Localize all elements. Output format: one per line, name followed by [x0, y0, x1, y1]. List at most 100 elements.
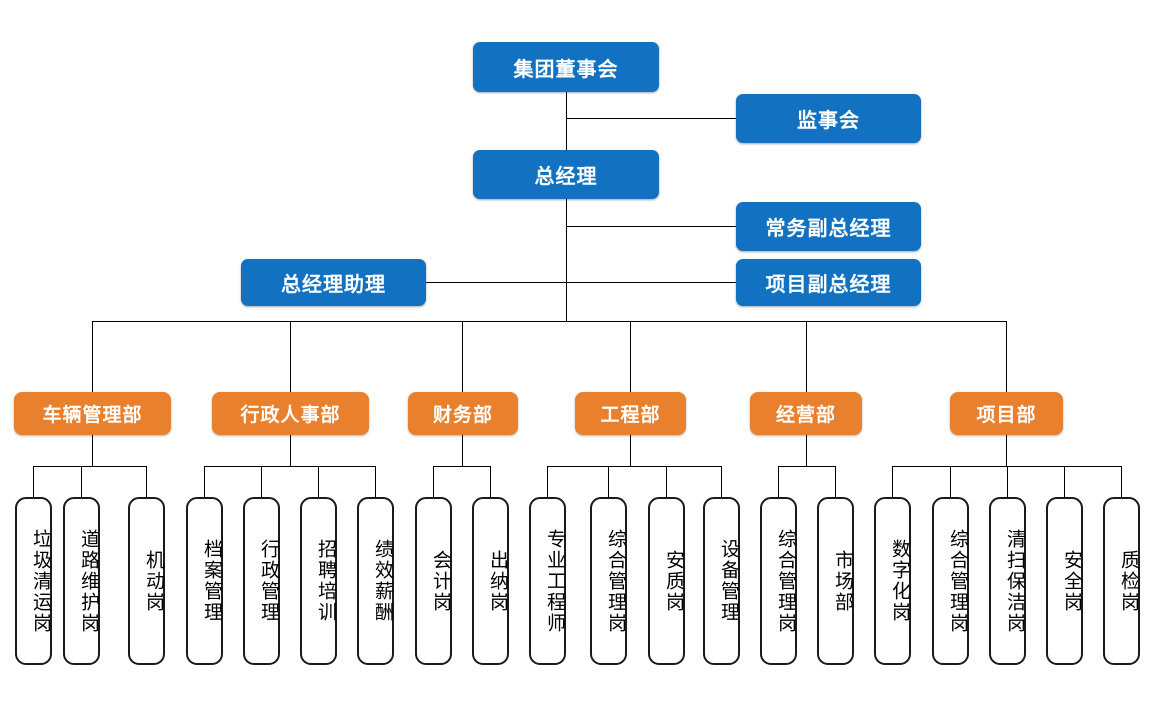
department-node-operation[interactable]: 经营部	[750, 392, 862, 435]
executive-node-exec-vgm[interactable]: 常务副总经理	[736, 202, 921, 251]
position-node-label: 道路维护岗	[78, 528, 99, 634]
connector-project-c4	[1064, 466, 1065, 497]
position-node-label: 行政管理	[258, 539, 279, 623]
connector-dept-vehicle-drop	[92, 321, 93, 392]
position-node-p14[interactable]: 综合管理岗	[760, 497, 797, 665]
position-node-p9[interactable]: 出纳岗	[472, 497, 509, 665]
executive-node-label: 监事会	[797, 110, 860, 132]
connector-adminhr-c4	[375, 466, 376, 497]
connector-operation-bus	[778, 466, 835, 467]
executive-node-supervisors[interactable]: 监事会	[736, 94, 921, 143]
position-node-label: 清扫保洁岗	[1004, 528, 1025, 634]
position-node-p2[interactable]: 道路维护岗	[63, 497, 100, 665]
position-node-label: 数字化岗	[889, 539, 910, 623]
position-node-label: 设备管理	[718, 539, 739, 623]
connector-operation-stem	[806, 435, 807, 466]
connector-engineer-c4	[721, 466, 722, 497]
position-node-label: 市场部	[832, 549, 853, 613]
position-node-label: 招聘培训	[315, 539, 336, 623]
department-node-label: 经营部	[775, 405, 836, 426]
connector-vehicle-c1	[33, 466, 34, 497]
executive-node-label: 总经理助理	[281, 274, 386, 296]
connector-adminhr-c2	[261, 466, 262, 497]
connector-project-c2	[950, 466, 951, 497]
connector-adminhr-c1	[204, 466, 205, 497]
position-node-label: 垃圾清运岗	[30, 528, 51, 634]
position-node-label: 质检岗	[1118, 549, 1139, 613]
connector-project-c3	[1007, 466, 1008, 497]
position-node-p16[interactable]: 数字化岗	[874, 497, 911, 665]
department-node-label: 工程部	[600, 405, 661, 426]
executive-node-gm-assistant[interactable]: 总经理助理	[241, 259, 426, 306]
position-node-label: 会计岗	[430, 549, 451, 613]
position-node-p1[interactable]: 垃圾清运岗	[15, 497, 52, 665]
connector-gm-to-assistant	[426, 282, 566, 283]
executive-node-gm[interactable]: 总经理	[473, 150, 659, 199]
position-node-p6[interactable]: 招聘培训	[300, 497, 337, 665]
position-node-p10[interactable]: 专业工程师	[529, 497, 566, 665]
position-node-p11[interactable]: 综合管理岗	[590, 497, 627, 665]
department-node-finance[interactable]: 财务部	[408, 392, 518, 435]
position-node-p4[interactable]: 档案管理	[186, 497, 223, 665]
connector-project-c1	[892, 466, 893, 497]
executive-node-label: 常务副总经理	[765, 218, 892, 240]
connector-project-stem	[1006, 435, 1007, 466]
position-node-label: 综合管理岗	[605, 528, 626, 634]
connector-engineer-c2	[608, 466, 609, 497]
position-node-label: 档案管理	[201, 539, 222, 623]
position-node-label: 出纳岗	[487, 549, 508, 613]
position-node-label: 安全岗	[1061, 549, 1082, 613]
department-node-label: 项目部	[976, 405, 1037, 426]
position-node-label: 专业工程师	[544, 528, 565, 634]
connector-dept-finance-drop	[462, 321, 463, 392]
position-node-p3[interactable]: 机动岗	[128, 497, 165, 665]
connector-vehicle-c3	[146, 466, 147, 497]
position-node-p20[interactable]: 质检岗	[1103, 497, 1140, 665]
connector-finance-c1	[433, 466, 434, 497]
executive-node-label: 总经理	[534, 166, 598, 188]
position-node-p19[interactable]: 安全岗	[1046, 497, 1083, 665]
position-node-p15[interactable]: 市场部	[817, 497, 854, 665]
position-node-label: 绩效薪酬	[372, 539, 393, 623]
position-node-p12[interactable]: 安质岗	[648, 497, 685, 665]
department-node-label: 行政人事部	[240, 405, 341, 426]
connector-dept-operation-drop	[806, 321, 807, 392]
connector-engineer-c1	[547, 466, 548, 497]
connector-finance-bus	[433, 466, 490, 467]
connector-board-to-supervisors	[566, 118, 736, 119]
connector-vehicle-stem	[92, 435, 93, 466]
connector-project-c5	[1121, 466, 1122, 497]
connector-adminhr-bus	[204, 466, 375, 467]
position-node-p5[interactable]: 行政管理	[243, 497, 280, 665]
connector-project-bus	[892, 466, 1121, 467]
connector-operation-c1	[778, 466, 779, 497]
position-node-p13[interactable]: 设备管理	[703, 497, 740, 665]
connector-gm-to-exec-vgm	[566, 226, 736, 227]
position-node-label: 安质岗	[663, 549, 684, 613]
connector-vehicle-bus	[33, 466, 146, 467]
position-node-p17[interactable]: 综合管理岗	[932, 497, 969, 665]
executive-node-project-vgm[interactable]: 项目副总经理	[736, 259, 921, 306]
executive-node-board[interactable]: 集团董事会	[473, 42, 659, 92]
position-node-label: 机动岗	[143, 549, 164, 613]
position-node-p18[interactable]: 清扫保洁岗	[989, 497, 1026, 665]
connector-gm-down-spine	[566, 199, 567, 320]
connector-engineer-c3	[666, 466, 667, 497]
department-node-engineer[interactable]: 工程部	[575, 392, 686, 435]
department-node-vehicle[interactable]: 车辆管理部	[14, 392, 171, 435]
connector-adminhr-c3	[318, 466, 319, 497]
connector-dept-adminhr-drop	[290, 321, 291, 392]
position-node-p8[interactable]: 会计岗	[415, 497, 452, 665]
executive-node-label: 集团董事会	[513, 58, 619, 81]
connector-vehicle-c2	[81, 466, 82, 497]
department-node-label: 财务部	[432, 405, 493, 426]
department-node-project[interactable]: 项目部	[950, 392, 1063, 435]
position-node-p7[interactable]: 绩效薪酬	[357, 497, 394, 665]
connector-dept-project-drop	[1006, 321, 1007, 392]
connector-finance-stem	[462, 435, 463, 466]
connector-engineer-stem	[630, 435, 631, 466]
connector-finance-c2	[490, 466, 491, 497]
connector-gm-to-dept-bus-drop	[566, 282, 567, 322]
department-node-admin-hr[interactable]: 行政人事部	[212, 392, 369, 435]
